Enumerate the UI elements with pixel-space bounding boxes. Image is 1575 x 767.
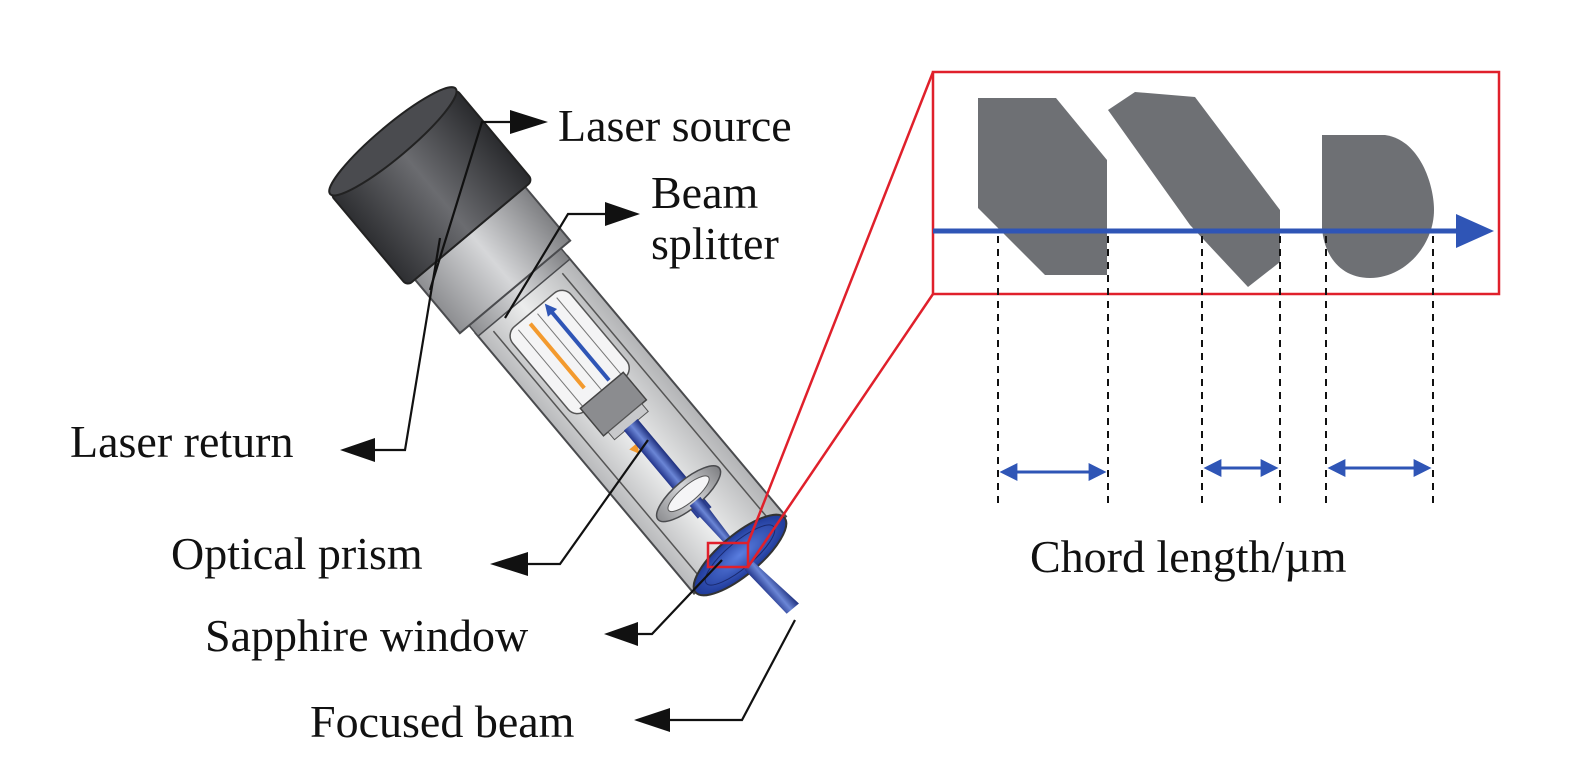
label-laser-source: Laser source <box>558 100 792 151</box>
scan-arrow <box>1456 214 1494 248</box>
particle-2 <box>1108 92 1280 287</box>
label-laser-return: Laser return <box>70 416 294 467</box>
label-beam: Beam <box>651 167 759 218</box>
focused-beam <box>744 561 799 614</box>
label-focused-beam: Focused beam <box>310 696 575 747</box>
callout-arrowheads <box>340 110 670 732</box>
laser-source-line <box>528 322 586 390</box>
label-optical-prism: Optical prism <box>171 528 423 579</box>
particle-3 <box>1322 135 1434 278</box>
label-sapphire-window: Sapphire window <box>205 610 529 661</box>
zoom-source-box <box>706 541 750 569</box>
probe <box>328 86 799 614</box>
chord-arrows <box>999 459 1432 481</box>
chord-guides <box>997 236 1434 508</box>
label-splitter: splitter <box>651 218 779 269</box>
callout-lines <box>372 120 796 722</box>
chord-length-label: Chord length/µm <box>1030 531 1347 582</box>
laser-return-line <box>547 306 611 382</box>
